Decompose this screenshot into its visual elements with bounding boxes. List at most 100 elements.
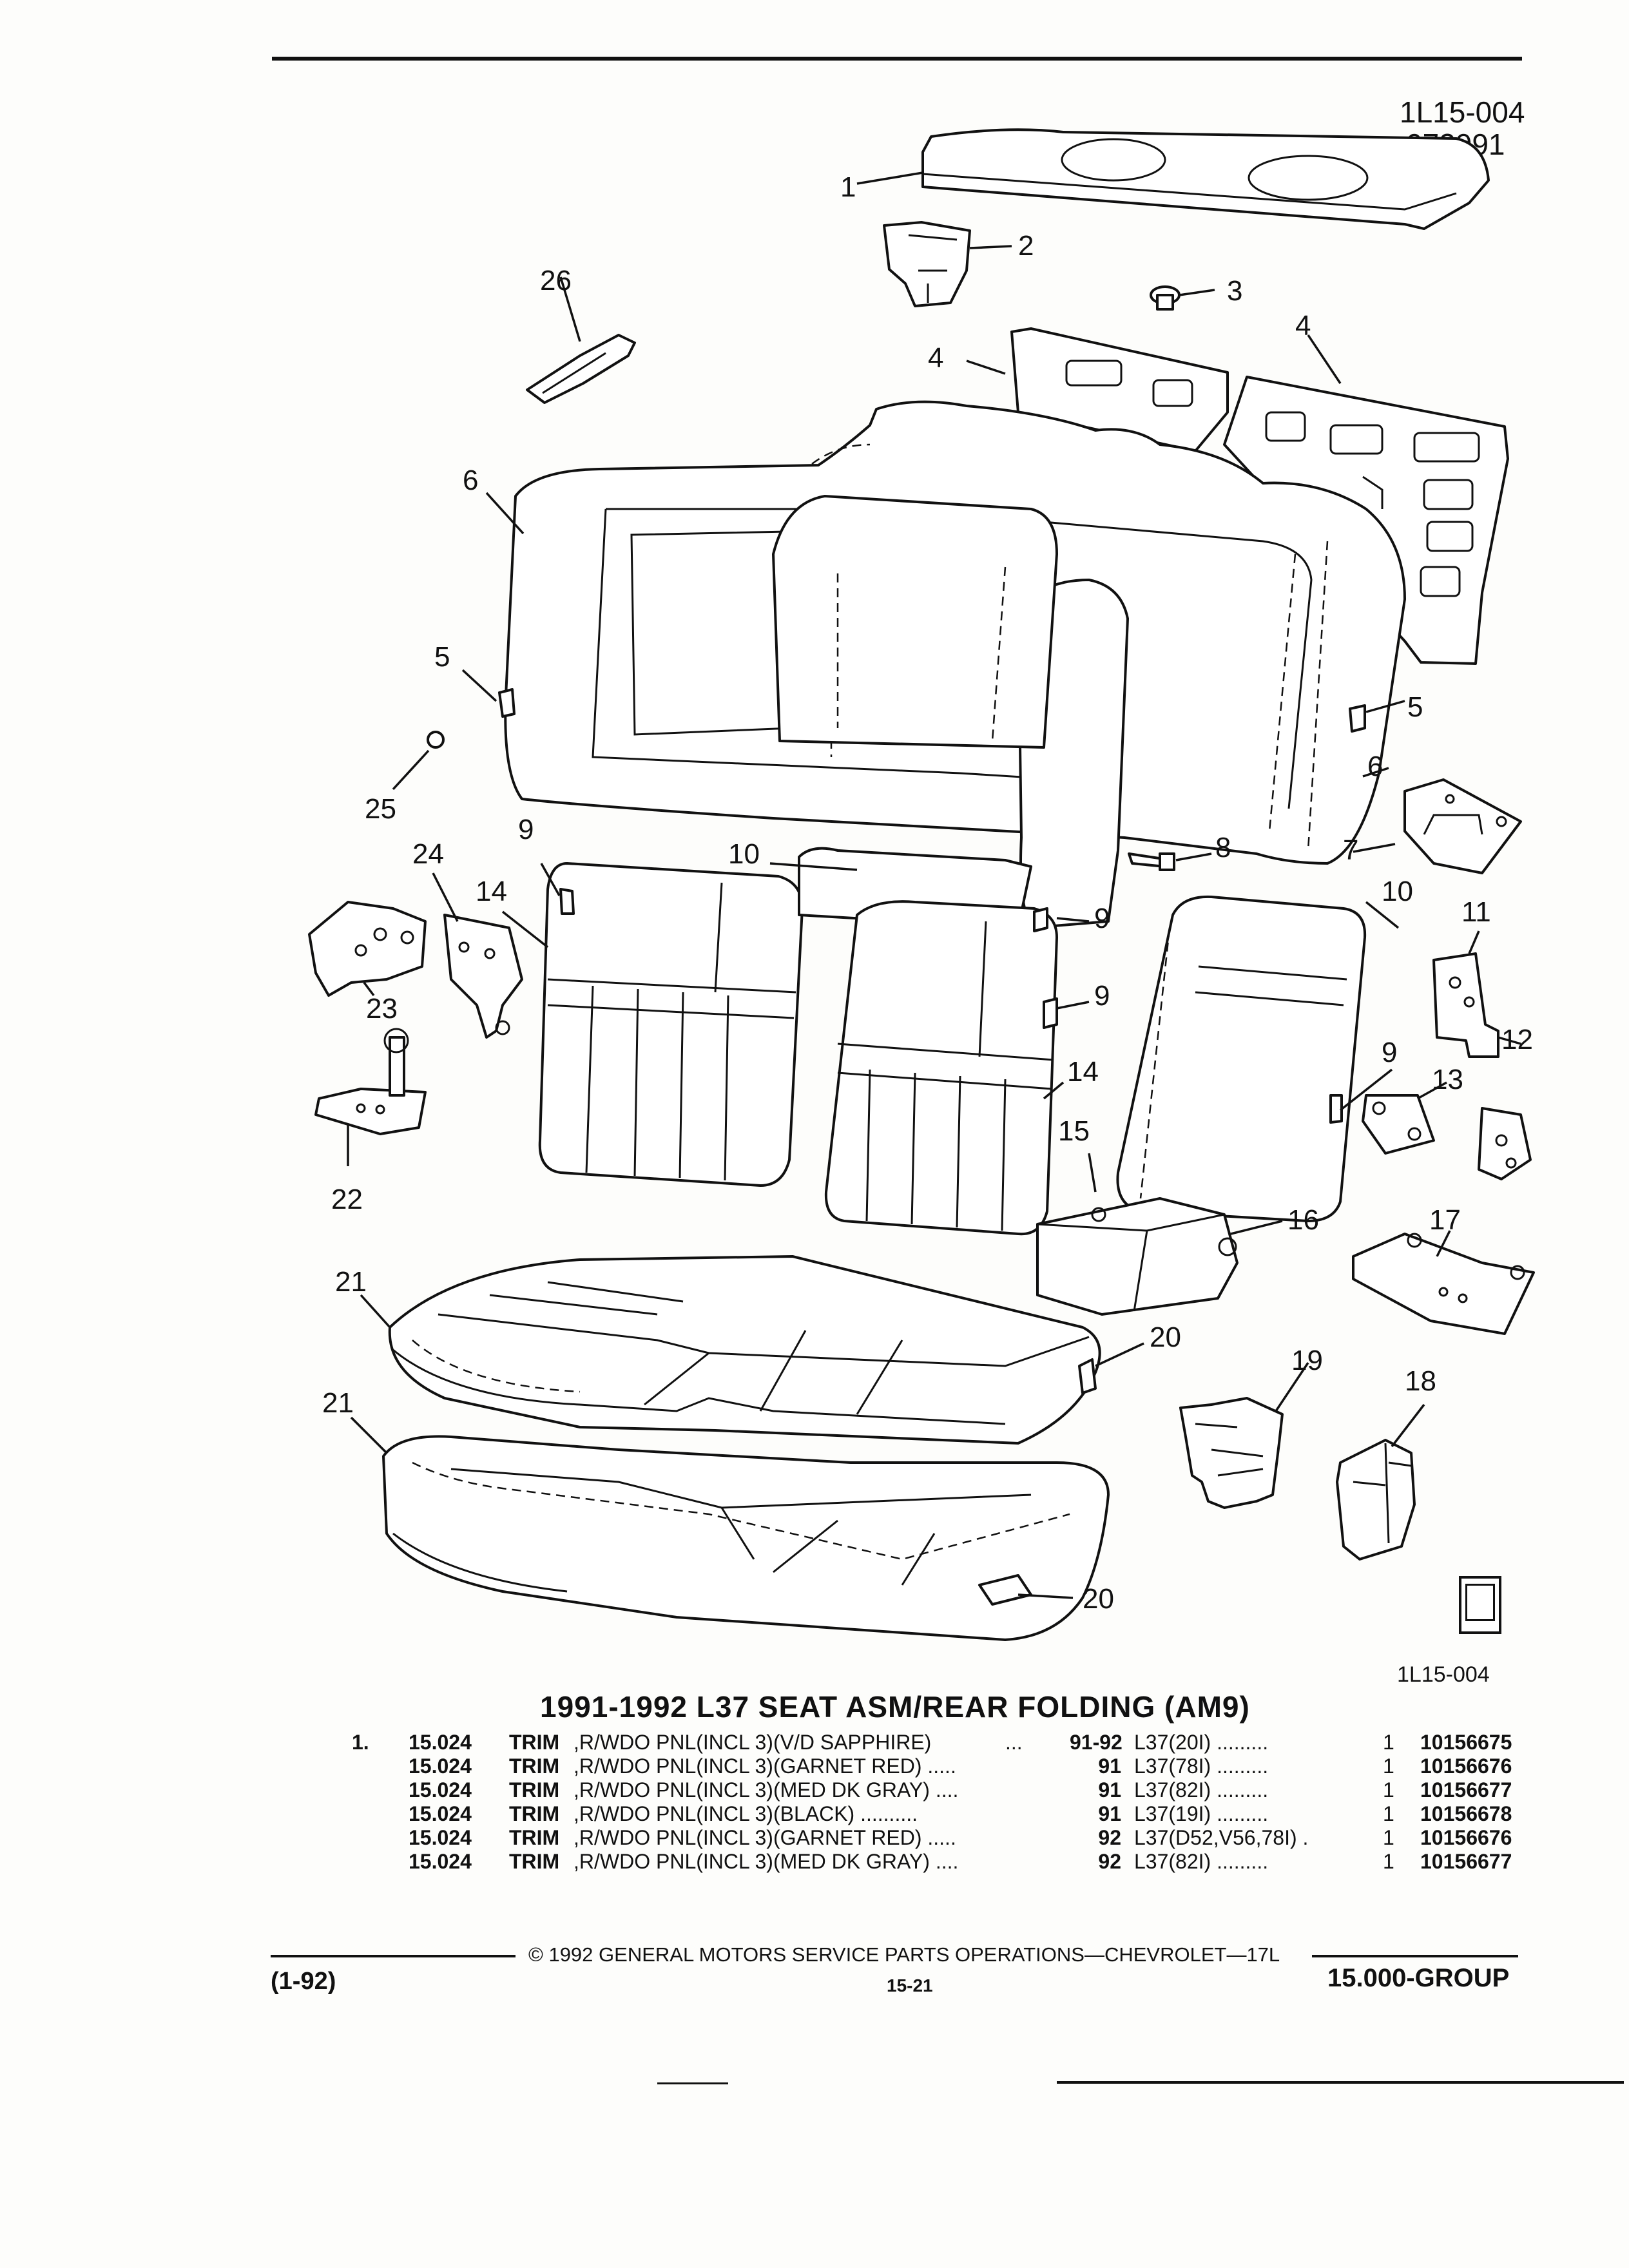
seat-latch	[1179, 1397, 1284, 1509]
callout-17: 17	[1429, 1204, 1461, 1236]
callout-21a: 21	[335, 1266, 367, 1298]
part-leader-dots: ...	[1005, 1731, 1023, 1754]
part-number: 10156677	[1420, 1778, 1512, 1802]
callout-13: 13	[1432, 1064, 1463, 1095]
parts-row: 15.024 TRIM ,R/WDO PNL(INCL 3)(MED DK GR…	[0, 1778, 1629, 1802]
gm-spo-logo-mark	[1465, 1584, 1495, 1621]
part-number: 10156675	[1420, 1731, 1512, 1754]
callout-14a: 14	[476, 876, 507, 907]
callout-25: 25	[365, 793, 396, 825]
option-code: L37(19I) .........	[1134, 1802, 1269, 1825]
parts-row: 15.024 TRIM ,R/WDO PNL(INCL 3)(GARNET RE…	[0, 1754, 1629, 1778]
quantity: 1	[1383, 1802, 1394, 1825]
callout-numbers: 1 2 3 4 4 5 5 6 6 7 8 9 9 9 9 10 10 11 1…	[322, 171, 1533, 1615]
part-description: ,R/WDO PNL(INCL 3)(GARNET RED) .....	[574, 1826, 956, 1849]
callout-4b: 4	[1295, 310, 1311, 341]
diagram-code-bottom: 1L15-004	[1397, 1662, 1490, 1687]
part-name: TRIM	[509, 1778, 560, 1802]
callout-7: 7	[1343, 834, 1358, 866]
retainer-clip	[883, 221, 971, 307]
group-label: 15.000-GROUP	[1327, 1964, 1510, 1992]
part-name: TRIM	[509, 1731, 560, 1754]
parts-row: 15.024 TRIM ,R/WDO PNL(INCL 3)(GARNET RE…	[0, 1826, 1629, 1849]
top-rule	[272, 57, 1522, 61]
model-years: 91-92	[1070, 1731, 1123, 1754]
part-description: ,R/WDO PNL(INCL 3)(BLACK) ..........	[574, 1802, 918, 1825]
parts-row: 15.024 TRIM ,R/WDO PNL(INCL 3)(BLACK) ..…	[0, 1802, 1629, 1825]
callout-8: 8	[1215, 832, 1231, 863]
left-seatback-cushion	[538, 862, 804, 1187]
callout-9a: 9	[518, 814, 534, 845]
part-number: 10156677	[1420, 1850, 1512, 1873]
quantity: 1	[1383, 1778, 1394, 1802]
seat-strap	[526, 334, 636, 404]
retaining-ring	[427, 731, 445, 749]
center-armrest	[1036, 1197, 1239, 1316]
part-description: ,R/WDO PNL(INCL 3)(MED DK GRAY) ....	[574, 1850, 959, 1873]
callout-4a: 4	[928, 342, 943, 374]
footer-rule-right	[1312, 1955, 1518, 1957]
callout-5a: 5	[434, 641, 450, 673]
scan-line-1	[657, 2082, 728, 2084]
fastener-patch-9a	[559, 888, 575, 915]
part-description: ,R/WDO PNL(INCL 3)(GARNET RED) .....	[574, 1754, 956, 1778]
right-seatback-cushion	[1116, 895, 1367, 1222]
seat-mount-bracket	[314, 1028, 427, 1135]
callout-23: 23	[366, 993, 398, 1024]
copyright-line: © 1992 GENERAL MOTORS SERVICE PARTS OPER…	[528, 1943, 1280, 1966]
cushion-mount-bracket	[1352, 1233, 1535, 1335]
quantity: 1	[1383, 1754, 1394, 1778]
center-seatback-cushion	[798, 847, 1058, 1236]
gm-spo-logo	[1459, 1576, 1501, 1634]
callout-9d: 9	[1382, 1037, 1397, 1068]
pivot-bracket	[1478, 1107, 1532, 1180]
scan-line-2	[1057, 2081, 1624, 2084]
option-code: L37(20I) .........	[1134, 1731, 1269, 1754]
part-name: TRIM	[509, 1826, 560, 1849]
option-code: L37(82I) .........	[1134, 1850, 1269, 1873]
callout-18: 18	[1405, 1365, 1436, 1397]
seat-hinge-lower	[443, 914, 523, 1039]
callout-10a: 10	[728, 838, 760, 870]
fastener-patch-left	[498, 688, 516, 718]
seat-cushion-frame	[382, 1435, 1110, 1641]
part-description: ,R/WDO PNL(INCL 3)(V/D SAPPHIRE)	[574, 1731, 932, 1754]
hinge-plate	[1362, 1094, 1435, 1155]
striker-bracket	[1432, 952, 1499, 1058]
model-years: 92	[1098, 1850, 1121, 1873]
push-fastener	[1150, 285, 1181, 311]
fastener-patch-20a	[1078, 1358, 1097, 1394]
callout-20a: 20	[1150, 1321, 1181, 1353]
part-description: ,R/WDO PNL(INCL 3)(MED DK GRAY) ....	[574, 1778, 959, 1802]
item-number: 1.	[352, 1731, 369, 1754]
callout-9b: 9	[1094, 903, 1110, 934]
group-number: 15.024	[409, 1850, 472, 1873]
callout-15: 15	[1058, 1115, 1090, 1147]
callout-2: 2	[1018, 230, 1034, 262]
option-code: L37(78I) .........	[1134, 1754, 1269, 1778]
part-name: TRIM	[509, 1850, 560, 1873]
fastener-patch-right	[1349, 704, 1366, 733]
section-title: 1991-1992 L37 SEAT ASM/REAR FOLDING (AM9…	[540, 1690, 1250, 1724]
group-number: 15.024	[409, 1826, 472, 1849]
callout-11: 11	[1461, 896, 1491, 928]
part-name: TRIM	[509, 1802, 560, 1825]
diagram-code-top: 1L15-004	[1400, 95, 1525, 129]
latch-cover	[1336, 1439, 1416, 1561]
rear-window-panel	[921, 128, 1490, 230]
model-years: 91	[1098, 1802, 1121, 1825]
model-years: 91	[1098, 1778, 1121, 1802]
group-number: 15.024	[409, 1778, 472, 1802]
page-number: 15-21	[887, 1975, 933, 1995]
group-number: 15.024	[409, 1754, 472, 1778]
seat-latch-bracket	[1403, 778, 1522, 874]
part-name: TRIM	[509, 1754, 560, 1778]
callout-22: 22	[331, 1184, 363, 1215]
quantity: 1	[1383, 1731, 1394, 1754]
quantity: 1	[1383, 1850, 1394, 1873]
leader-lines	[347, 171, 1521, 1599]
callout-1: 1	[840, 171, 856, 203]
callout-16: 16	[1287, 1204, 1319, 1236]
group-number: 15.024	[409, 1731, 472, 1754]
